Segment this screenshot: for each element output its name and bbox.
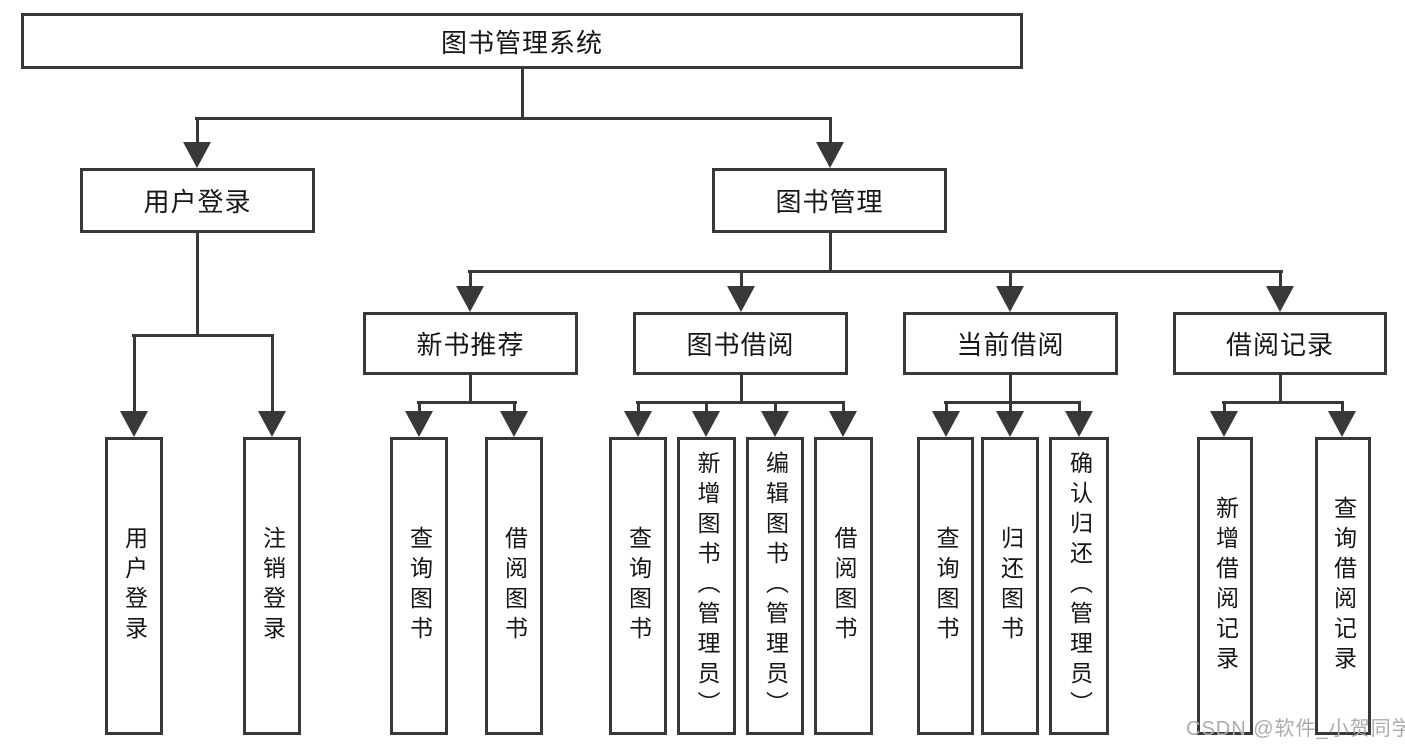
leaf-query-borrow-record: 查询借阅记录 [1315,437,1371,735]
arrowhead-down-icon [816,142,844,168]
node-current-borrowing-label: 当前借阅 [956,330,1065,360]
connector-drop [705,401,708,414]
connector-bar [132,334,274,337]
leaf-add-borrow-record: 新增借阅记录 [1197,437,1253,735]
connector-drop [196,117,199,145]
connector-bar [944,401,1081,404]
connector-stem [196,233,199,337]
leaf-borrow-books-recommend: 借阅图书 [485,437,543,735]
connector-drop [1078,401,1081,414]
connector-drop [945,401,948,414]
leaf-borrow-books: 借阅图书 [814,437,873,735]
leaf-edit-books-admin-label: 编辑图书（管理员） [762,451,789,721]
connector-stem [1279,375,1282,404]
connector-drop [418,401,421,414]
arrowhead-down-icon [1266,286,1294,312]
arrowhead-down-icon [1065,411,1093,437]
leaf-borrow-books-recommend-label: 借阅图书 [501,526,528,646]
connector-drop [1009,401,1012,414]
leaf-edit-books-admin: 编辑图书（管理员） [746,437,804,735]
connector-drop [1223,401,1226,414]
leaf-return-books-label: 归还图书 [997,526,1024,646]
connector-bar [1222,401,1344,404]
leaf-logout: 注销登录 [243,437,301,735]
node-current-borrowing: 当前借阅 [903,312,1118,375]
leaf-query-books-recommend: 查询图书 [390,437,448,735]
connector-drop [774,401,777,414]
arrowhead-down-icon [1328,411,1356,437]
arrowhead-down-icon [932,411,960,437]
node-borrowing-records-label: 借阅记录 [1225,330,1334,360]
arrowhead-down-icon [624,411,652,437]
node-user-login: 用户登录 [80,168,315,233]
arrowhead-down-icon [120,411,148,437]
connector-drop [637,401,640,414]
leaf-query-books-borrowing: 查询图书 [609,437,667,735]
watermark: CSDN @软件_小贺同学 [1186,718,1405,740]
leaf-query-books-current: 查询图书 [917,437,974,735]
node-new-book-recommend: 新书推荐 [363,312,578,375]
arrowhead-down-icon [829,411,857,437]
leaf-confirm-return-admin: 确认归还（管理员） [1049,437,1109,735]
node-root: 图书管理系统 [21,13,1023,69]
connector-stem [829,233,832,273]
arrowhead-down-icon [692,411,720,437]
node-user-login-label: 用户登录 [143,187,252,217]
leaf-query-books-recommend-label: 查询图书 [406,526,433,646]
connector-drop [469,270,472,288]
leaf-confirm-return-admin-label: 确认归还（管理员） [1066,451,1093,721]
connector-stem [469,375,472,404]
connector-drop [1009,270,1012,288]
arrowhead-down-icon [500,411,528,437]
connector-drop [1279,270,1282,288]
leaf-add-books-admin-label: 新增图书（管理员） [694,451,720,721]
connector-drop [842,401,845,414]
leaf-add-borrow-record-label: 新增借阅记录 [1212,496,1239,676]
arrowhead-down-icon [996,411,1024,437]
connector-bar [468,270,1283,273]
arrowhead-down-icon [761,411,789,437]
node-book-management: 图书管理 [712,168,947,233]
node-borrowing-records: 借阅记录 [1173,312,1387,375]
connector-bar [195,117,832,120]
connector-drop [513,401,516,414]
arrowhead-down-icon [183,142,211,168]
arrowhead-down-icon [258,411,286,437]
arrowhead-down-icon [456,286,484,312]
leaf-query-books-borrowing-label: 查询图书 [625,526,652,646]
connector-drop [271,334,274,414]
leaf-query-borrow-record-label: 查询借阅记录 [1330,496,1357,676]
node-root-label: 图书管理系统 [440,27,603,58]
leaf-return-books: 归还图书 [981,437,1039,735]
connector-drop [740,270,743,288]
connector-stem [740,375,743,404]
node-new-book-recommend-label: 新书推荐 [416,330,525,360]
arrowhead-down-icon [996,286,1024,312]
connector-drop [1341,401,1344,414]
leaf-user-login-label: 用户登录 [121,526,148,646]
connector-drop [133,334,136,414]
leaf-user-login: 用户登录 [105,437,163,735]
node-book-borrowing-label: 图书借阅 [686,330,795,360]
connector-bar [417,401,517,404]
leaf-borrow-books-label: 借阅图书 [831,526,857,646]
node-book-borrowing: 图书借阅 [633,312,848,375]
connector-stem [521,69,524,120]
arrowhead-down-icon [405,411,433,437]
connector-drop [829,117,832,145]
connector-stem [1009,375,1012,404]
connector-bar [636,401,845,404]
leaf-logout-label: 注销登录 [259,526,286,646]
leaf-add-books-admin: 新增图书（管理员） [677,437,736,735]
leaf-query-books-current-label: 查询图书 [933,526,959,646]
node-book-management-label: 图书管理 [775,187,884,217]
arrowhead-down-icon [727,286,755,312]
arrowhead-down-icon [1210,411,1238,437]
